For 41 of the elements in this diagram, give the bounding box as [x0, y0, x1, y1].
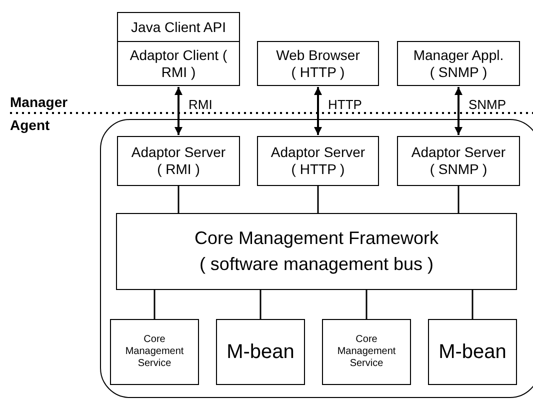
- connector-line: [366, 290, 368, 319]
- module-box: [110, 319, 199, 385]
- connector-line: [260, 290, 262, 319]
- region-label: Manager: [10, 94, 68, 110]
- component-box: [117, 41, 240, 86]
- node-text: ( software management bus ): [199, 252, 434, 276]
- node-text: Web Browser ( HTTP ): [275, 46, 361, 80]
- node-text: Java Client API: [131, 18, 226, 36]
- node-text: M-bean: [226, 340, 294, 365]
- connector-line: [317, 186, 319, 213]
- component-box: [257, 41, 379, 86]
- connector-line: [154, 290, 156, 319]
- node-text: Manager Appl. ( SNMP ): [412, 46, 505, 80]
- region-label: Agent: [10, 117, 50, 133]
- connector-line: [472, 290, 474, 319]
- edge-label: SNMP: [468, 97, 508, 112]
- edge-label: HTTP: [327, 97, 363, 112]
- connector-line: [178, 186, 180, 213]
- component-box: [397, 41, 520, 86]
- module-box: [116, 213, 517, 290]
- edge-label: RMI: [188, 97, 214, 112]
- arrow: [174, 87, 182, 135]
- module-box: [216, 319, 305, 385]
- connector-line: [458, 186, 460, 213]
- node-text: Core Management Framework: [194, 226, 439, 250]
- node-text: Adaptor Server ( RMI ): [130, 144, 227, 178]
- agent-container: [100, 119, 533, 398]
- node-text: Adaptor Server ( HTTP ): [270, 144, 366, 178]
- module-box: [257, 136, 379, 186]
- node-text: Adaptor Server ( SNMP ): [410, 144, 507, 178]
- node-text: Core Management Service: [336, 334, 397, 370]
- node-text: Core Management Service: [124, 334, 185, 370]
- module-box: [428, 319, 517, 385]
- module-box: [322, 319, 411, 385]
- node-text: M-bean: [438, 340, 506, 365]
- component-box: [117, 12, 240, 42]
- module-box: [397, 136, 520, 186]
- node-text: Adaptor Client ( RMI ): [130, 46, 228, 80]
- arrow: [314, 87, 322, 135]
- arrow: [454, 87, 462, 135]
- module-box: [117, 136, 240, 186]
